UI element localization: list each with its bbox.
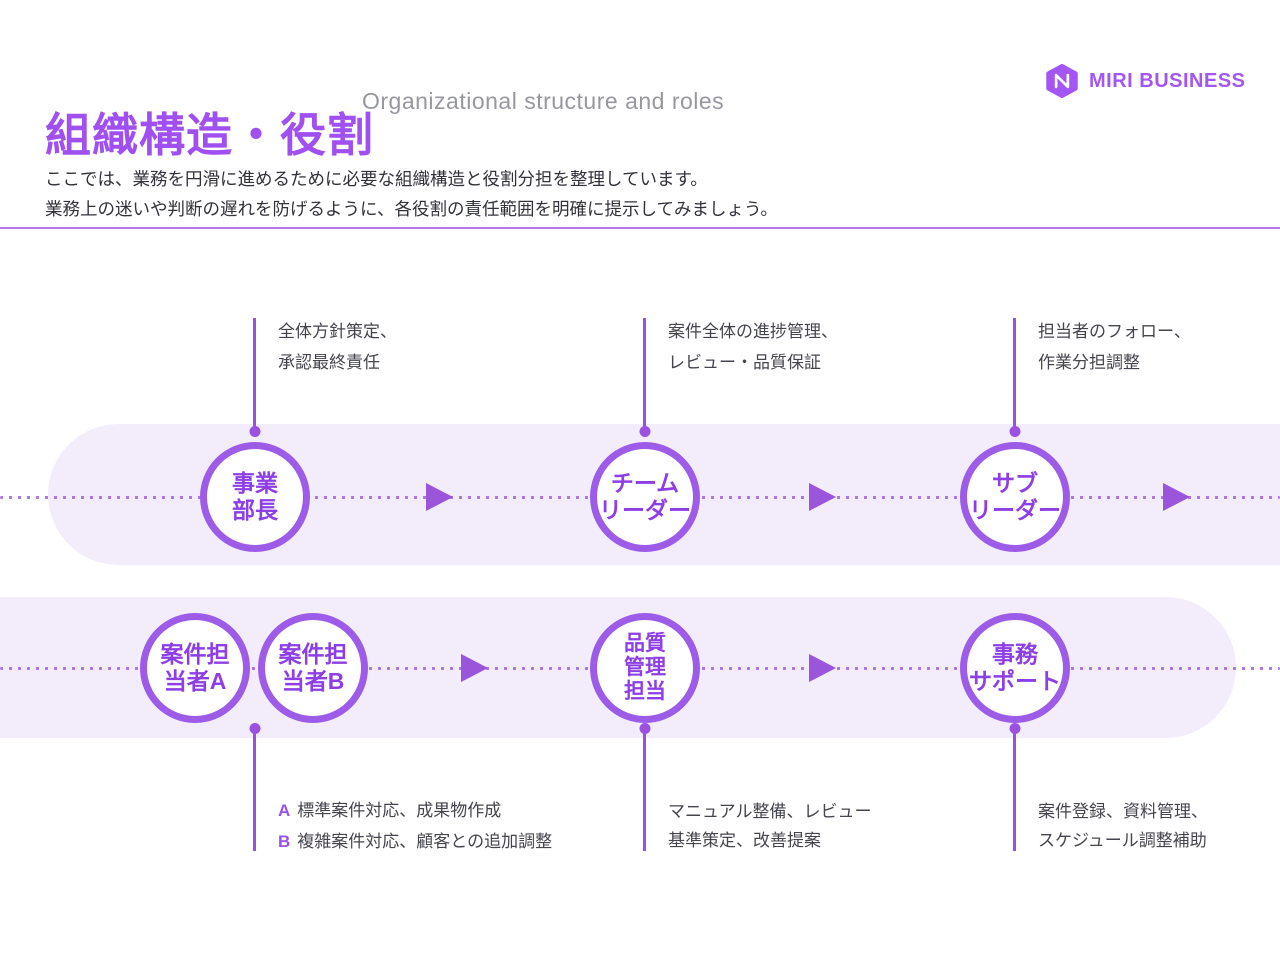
flow-arrow-icon xyxy=(461,654,488,682)
divider-line xyxy=(0,227,1280,229)
role-node-quality-control: 品質 管理 担当 xyxy=(590,613,700,723)
annotation-team-leader: 案件全体の進捗管理、 レビュー・品質保証 xyxy=(668,322,838,372)
connector-dot xyxy=(1009,723,1020,734)
flow-arrow-icon xyxy=(426,483,453,511)
annotation-office-support: 案件登録、資料管理、 スケジュール調整補助 xyxy=(1038,802,1208,850)
connector-line xyxy=(639,318,650,437)
brand-logo: MIRI BUSINESS xyxy=(1044,63,1246,99)
page-description: ここでは、業務を円滑に進めるために必要な組織構造と役割分担を整理しています。 業… xyxy=(45,164,778,224)
annotation-quality-control: マニュアル整備、レビュー 基準策定、改善提案 xyxy=(668,802,872,850)
connector-line xyxy=(249,318,260,437)
connector-line xyxy=(1009,723,1020,851)
connector-dot xyxy=(249,426,260,437)
connector-dot xyxy=(639,426,650,437)
annotation-business-director: 全体方針策定、 承認最終責任 xyxy=(278,322,397,372)
description-line-1: ここでは、業務を円滑に進めるために必要な組織構造と役割分担を整理しています。 xyxy=(45,168,708,189)
connector-dot xyxy=(639,723,650,734)
annotation-sub-leader: 担当者のフォロー、 作業分担調整 xyxy=(1038,322,1191,372)
connector-line xyxy=(249,723,260,851)
role-node-business-director: 事業 部長 xyxy=(200,442,310,552)
connector-dot xyxy=(249,723,260,734)
flow-arrow-icon xyxy=(809,483,836,511)
role-node-office-support: 事務 サポート xyxy=(960,613,1070,723)
description-line-2: 業務上の迷いや判断の遅れを防げるように、各役割の責任範囲を明確に提示してみましょ… xyxy=(45,198,778,219)
role-node-sub-leader: サブ リーダー xyxy=(960,442,1070,552)
flow-arrow-icon xyxy=(1163,483,1190,511)
brand-hexagon-icon xyxy=(1046,63,1078,99)
connector-line xyxy=(1009,318,1020,437)
role-node-case-staff-b: 案件担 当者B xyxy=(258,613,368,723)
role-node-team-leader: チーム リーダー xyxy=(590,442,700,552)
connector-line xyxy=(639,723,650,851)
flow-arrow-icon xyxy=(809,654,836,682)
page-subtitle: Organizational structure and roles xyxy=(362,88,725,114)
role-node-case-staff-a: 案件担 当者A xyxy=(140,613,250,723)
brand-name: MIRI BUSINESS xyxy=(1089,69,1246,92)
page-title: 組織構造・役割 xyxy=(45,108,374,161)
connector-dot xyxy=(1009,426,1020,437)
